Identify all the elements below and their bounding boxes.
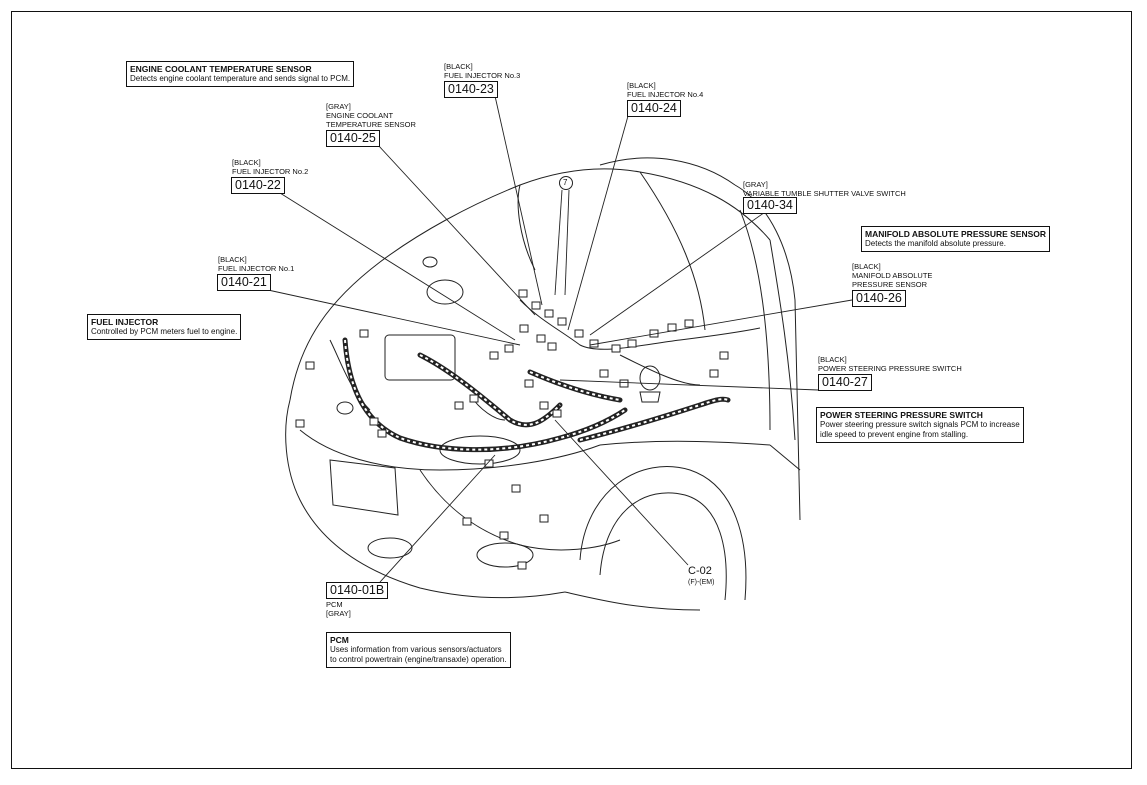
- ref-marker-label: 7: [563, 178, 568, 187]
- callout-title: ENGINE COOLANT TEMPERATURE SENSOR: [130, 64, 312, 74]
- connector-0140-27-code: 0140-27: [818, 374, 872, 391]
- ground-c-02-label: C-02: [688, 565, 712, 577]
- callout-title: POWER STEERING PRESSURE SWITCH: [820, 410, 983, 420]
- callout-manifold-absolute-pressure-sensor: MANIFOLD ABSOLUTE PRESSURE SENSOR Detect…: [861, 226, 1051, 252]
- connector-0140-26-name: MANIFOLD ABSOLUTE: [852, 271, 933, 280]
- connector-0140-25-name: ENGINE COOLANT: [326, 111, 394, 120]
- connector-0140-26-code: 0140-26: [852, 290, 906, 307]
- connector-0140-34-code: 0140-34: [743, 197, 797, 214]
- callout-desc: Uses information from various sensors/ac…: [330, 645, 502, 654]
- connector-0140-27-name: POWER STEERING PRESSURE SWITCH: [818, 364, 962, 373]
- callout-desc: Detects engine coolant temperature and s…: [130, 74, 351, 83]
- connector-0140-24-code: 0140-24: [627, 100, 681, 117]
- ref-marker-circle: [559, 176, 573, 190]
- callout-title: FUEL INJECTOR: [91, 317, 159, 327]
- connector-0140-22-code: 0140-22: [231, 177, 285, 194]
- callout-fuel-injector: FUEL INJECTOR Controlled by PCM meters f…: [87, 314, 242, 340]
- connector-0140-01b-name: PCM: [326, 600, 343, 609]
- callout-desc: Power steering pressure switch signals P…: [820, 420, 1020, 429]
- connector-0140-34-name: VARIABLE TUMBLE SHUTTER VALVE SWITCH: [743, 189, 906, 198]
- connector-0140-01b-color: [GRAY]: [326, 609, 351, 618]
- connector-0140-23-code: 0140-23: [444, 81, 498, 98]
- connector-0140-25-name: TEMPERATURE SENSOR: [326, 120, 416, 129]
- connector-0140-21-name: FUEL INJECTOR No.1: [218, 264, 295, 273]
- connector-0140-21-code: 0140-21: [217, 274, 271, 291]
- callout-pcm: PCM Uses information from various sensor…: [326, 632, 511, 668]
- callout-desc: idle speed to prevent engine from stalli…: [820, 430, 969, 439]
- connector-0140-23-color: [BLACK]: [444, 62, 473, 71]
- callout-power-steering-pressure-switch: POWER STEERING PRESSURE SWITCH Power ste…: [816, 407, 1024, 443]
- callout-engine-coolant-temperature-sensor: ENGINE COOLANT TEMPERATURE SENSOR Detect…: [126, 61, 355, 87]
- connector-0140-01b-code: 0140-01B: [326, 582, 389, 599]
- connector-0140-25-code: 0140-25: [326, 130, 380, 147]
- callout-desc: Detects the manifold absolute pressure.: [865, 239, 1006, 248]
- connector-0140-26-color: [BLACK]: [852, 262, 881, 271]
- connector-0140-24-color: [BLACK]: [627, 81, 656, 90]
- callout-desc: Controlled by PCM meters fuel to engine.: [91, 327, 238, 336]
- connector-0140-25-color: [GRAY]: [326, 102, 351, 111]
- connector-0140-34-color: [GRAY]: [743, 180, 768, 189]
- connector-0140-21-color: [BLACK]: [218, 255, 247, 264]
- callout-desc: to control powertrain (engine/transaxle)…: [330, 655, 507, 664]
- connector-0140-27-color: [BLACK]: [818, 355, 847, 364]
- connector-0140-22-color: [BLACK]: [232, 158, 261, 167]
- callout-title: MANIFOLD ABSOLUTE PRESSURE SENSOR: [865, 229, 1047, 239]
- connector-0140-26-name: PRESSURE SENSOR: [852, 280, 928, 289]
- ground-c-02-sub: (F)-(EM): [688, 579, 715, 586]
- connector-0140-22-name: FUEL INJECTOR No.2: [232, 167, 309, 176]
- diagram-frame: [11, 11, 1132, 769]
- connector-0140-24-name: FUEL INJECTOR No.4: [627, 90, 704, 99]
- connector-0140-23-name: FUEL INJECTOR No.3: [444, 71, 521, 80]
- callout-title: PCM: [330, 635, 349, 645]
